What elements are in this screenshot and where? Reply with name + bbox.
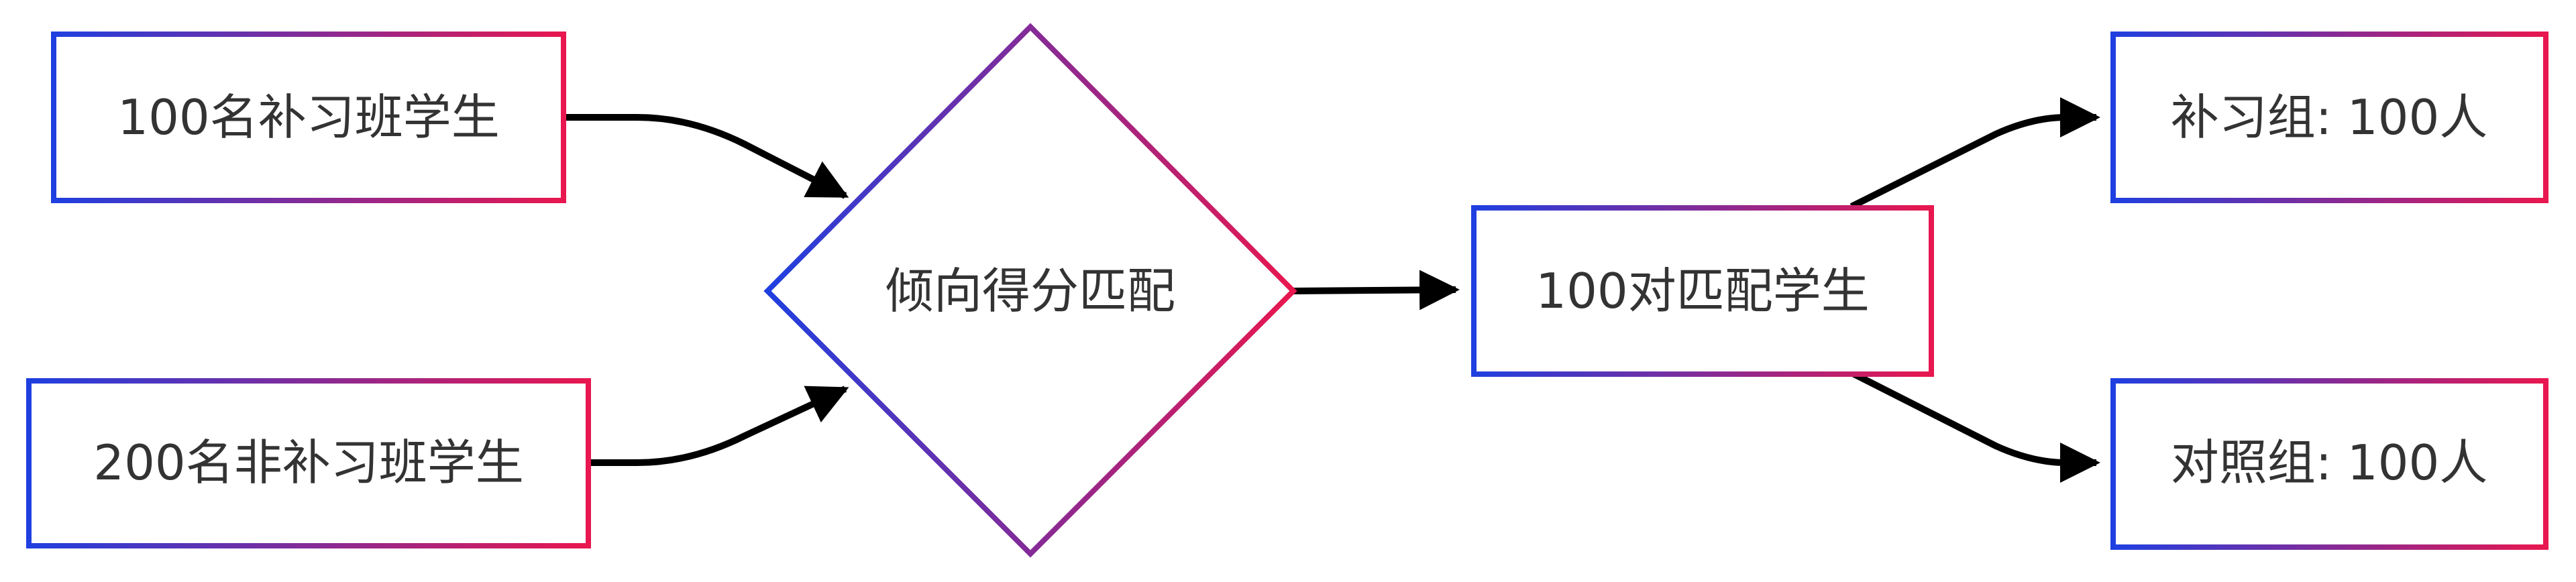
node-label: 倾向得分匹配 (885, 263, 1175, 319)
edge-pairs-to-control (1849, 369, 2100, 483)
node-label: 100名补习班学生 (117, 89, 499, 146)
node-tutoring-students: 100名补习班学生 (51, 32, 566, 203)
edge-matching-to-pairs (1293, 270, 1460, 310)
node-matched-pairs: 100对匹配学生 (1471, 205, 1934, 377)
edges (564, 97, 2100, 483)
node-label: 补习组: 100人 (2171, 89, 2488, 146)
node-control-group: 对照组: 100人 (2110, 378, 2548, 550)
node-propensity-matching: 倾向得分匹配 (763, 23, 1297, 558)
node-treatment-group: 补习组: 100人 (2110, 32, 2548, 203)
edge-non-tutoring-to-matching (588, 386, 849, 466)
node-label: 200名非补习班学生 (93, 434, 523, 491)
edge-tutoring-to-matching (564, 114, 849, 199)
edge-pairs-to-treatment (1849, 97, 2100, 210)
node-non-tutoring-students: 200名非补习班学生 (26, 378, 591, 548)
node-label: 对照组: 100人 (2171, 434, 2488, 491)
node-label: 100对匹配学生 (1536, 263, 1869, 319)
